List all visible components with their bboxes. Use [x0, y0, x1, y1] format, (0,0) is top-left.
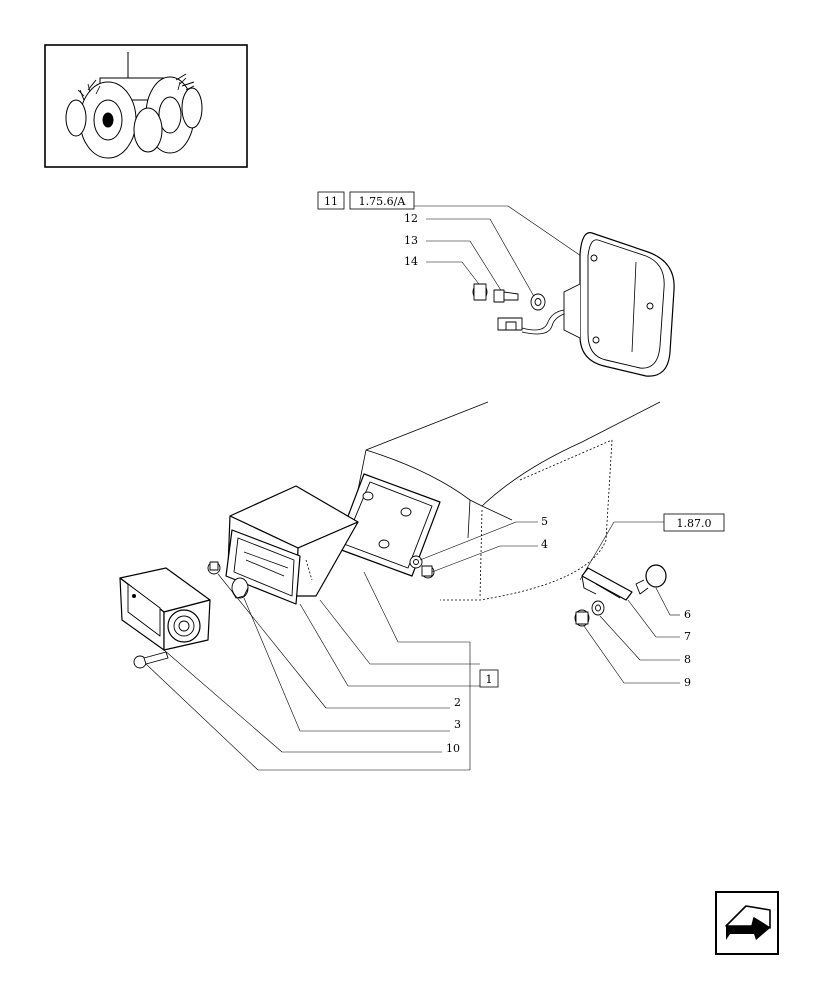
callout-3: 3 — [454, 718, 461, 731]
rear-fender-outline — [357, 401, 661, 601]
license-plate-bracket — [335, 473, 441, 577]
next-page-arrow-icon[interactable] — [715, 891, 779, 955]
washer-12 — [530, 293, 546, 311]
screw-10 — [133, 651, 169, 669]
callout-7: 7 — [684, 630, 691, 643]
svg-text:1.75.6/A: 1.75.6/A — [359, 195, 407, 208]
callout-10: 10 — [446, 742, 460, 755]
knob-6 — [635, 564, 667, 595]
svg-text:1: 1 — [486, 673, 493, 686]
ref-box-1-75-6-a[interactable]: 1.75.6/A — [349, 191, 415, 210]
lamp-bracket-7 — [581, 567, 633, 601]
washer-5 — [409, 555, 423, 569]
nut-9 — [574, 609, 590, 627]
bulb-3 — [231, 577, 249, 599]
callout-8: 8 — [684, 653, 691, 666]
ref-box-1-87-0[interactable]: 1.87.0 — [663, 513, 725, 532]
bolt-13 — [493, 289, 519, 303]
callout-12: 12 — [404, 212, 418, 225]
callout-14: 14 — [404, 255, 418, 268]
callout-6: 6 — [684, 608, 691, 621]
svg-text:11: 11 — [324, 195, 338, 208]
number-plate-lamp-housing — [225, 485, 359, 605]
rear-tail-lamp — [497, 232, 675, 377]
callout-5: 5 — [541, 515, 548, 528]
callout-9: 9 — [684, 676, 691, 689]
bulb-2 — [207, 561, 221, 575]
rear-marker-light — [119, 567, 211, 651]
washer-8 — [591, 600, 605, 616]
tractor-thumbnail-icon[interactable] — [44, 44, 248, 168]
svg-text:1.87.0: 1.87.0 — [677, 517, 712, 530]
nut-14 — [472, 283, 488, 301]
ref-box-11[interactable]: 11 — [317, 191, 345, 210]
ref-box-1[interactable]: 1 — [479, 669, 499, 688]
callout-2: 2 — [454, 696, 461, 709]
callout-4: 4 — [541, 538, 548, 551]
callout-13: 13 — [404, 234, 418, 247]
nut-4 — [421, 565, 435, 579]
